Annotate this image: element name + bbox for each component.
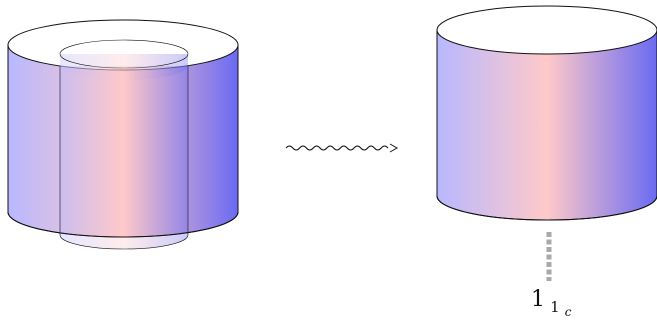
squiggly-arrow-line — [285, 145, 389, 151]
identity-label-subsub: c — [565, 305, 572, 319]
single-cylinder — [436, 5, 657, 221]
single-cylinder-top — [436, 5, 657, 55]
inner-cylinder-side — [59, 66, 189, 250]
identity-label-sub: 1 — [550, 298, 560, 316]
squiggly-arrow — [285, 143, 399, 153]
single-cylinder-bottom-edge — [436, 195, 657, 221]
identity-label-base: 1 — [531, 287, 545, 312]
single-cylinder-side — [436, 29, 657, 221]
arrow-head-icon — [389, 143, 399, 153]
identity-label: 1 1 c — [531, 287, 572, 319]
outer-cylinder-bottom-edge — [7, 211, 239, 238]
nested-cylinders — [7, 19, 239, 250]
